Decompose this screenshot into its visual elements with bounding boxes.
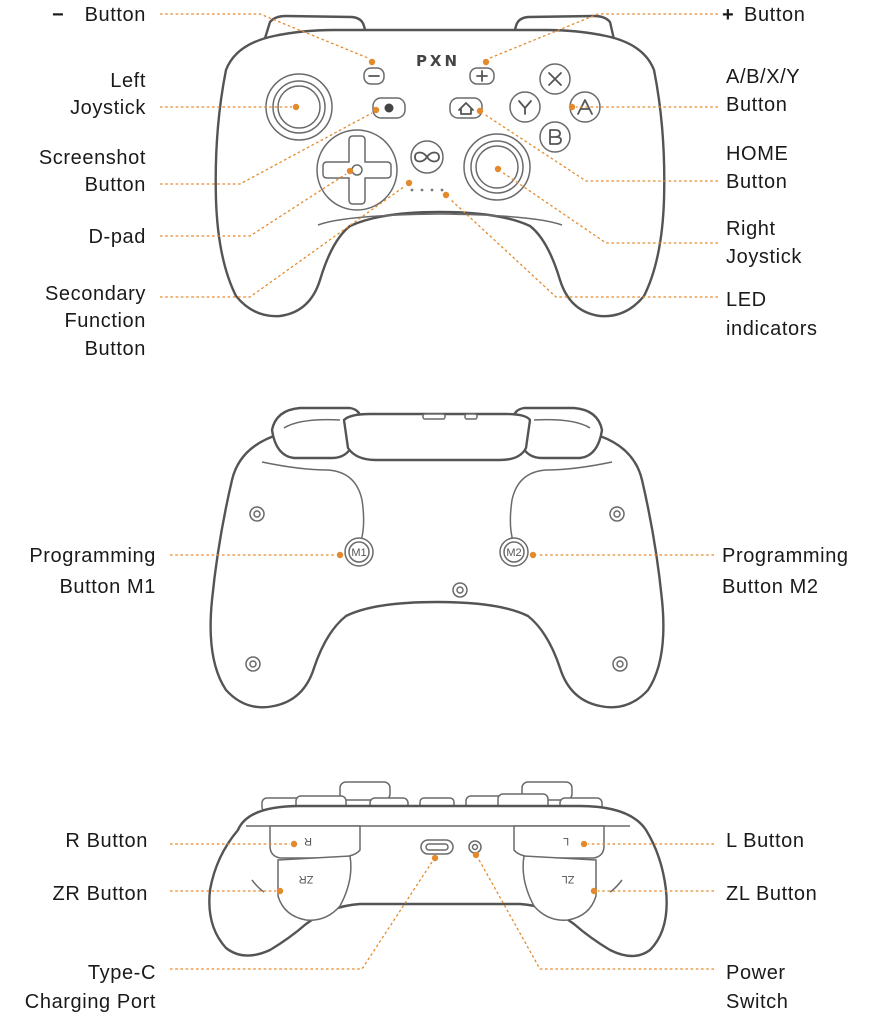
label-r-button: R Button [65, 830, 148, 852]
back-leaders [170, 551, 714, 559]
label-plus-button: Button [744, 4, 805, 26]
label-led-2: indicators [726, 318, 818, 340]
label-zl-button: ZL Button [726, 883, 817, 905]
back-top-bar [342, 412, 532, 462]
label-dpad: D-pad [89, 226, 146, 248]
label-right-joystick-2: Joystick [726, 246, 802, 268]
back-screws [245, 506, 628, 672]
label-home-1: HOME [726, 143, 788, 165]
label-l-button: L Button [726, 830, 805, 852]
label-left-joystick-1: Left [110, 70, 146, 92]
label-m1-1: Programming [29, 545, 156, 567]
label-typec-2: Charging Port [25, 991, 156, 1013]
label-typec-1: Type-C [88, 962, 156, 984]
led-indicators [410, 188, 444, 192]
label-secondary-2: Function [64, 310, 146, 332]
y-glyph-icon [518, 100, 532, 115]
r-button[interactable] [269, 825, 361, 859]
top-view: R ZR L ZL [208, 781, 668, 958]
front-view: PXN [214, 14, 666, 318]
zl-mark: ZL [562, 873, 575, 885]
label-m1-2: Button M1 [59, 576, 156, 598]
l-mark: L [563, 835, 569, 847]
label-home-2: Button [726, 171, 787, 193]
dpad[interactable] [322, 135, 392, 205]
b-glyph-icon [549, 129, 562, 145]
label-left-joystick-2: Joystick [70, 97, 146, 119]
zr-mark: ZR [299, 873, 314, 885]
brand-logo: PXN [416, 52, 460, 70]
top-labels: R Button ZR Button Type-C Charging Port … [25, 830, 817, 1013]
power-switch[interactable] [468, 840, 482, 854]
label-power-2: Switch [726, 991, 789, 1013]
minus-symbol: − [52, 4, 64, 26]
front-labels: − Button + Button Left Joystick Screensh… [39, 4, 818, 360]
record-icon [384, 103, 394, 113]
label-power-1: Power [726, 962, 786, 984]
home-button[interactable] [449, 97, 483, 119]
infinity-icon [414, 151, 440, 163]
x-glyph-icon [548, 72, 562, 86]
top-leaders [170, 840, 714, 970]
label-screenshot-1: Screenshot [39, 147, 146, 169]
zl-button[interactable] [522, 855, 597, 921]
a-glyph-icon [577, 99, 593, 115]
zr-button[interactable] [277, 855, 352, 921]
label-screenshot-2: Button [85, 174, 146, 196]
r-mark: R [304, 835, 312, 847]
label-m2-1: Programming [722, 545, 849, 567]
label-minus-button: Button [85, 4, 146, 26]
plus-icon [476, 70, 488, 82]
label-m2-2: Button M2 [722, 576, 819, 598]
plus-symbol: + [722, 4, 734, 26]
label-led-1: LED [726, 289, 767, 311]
back-view: M1 M2 [209, 406, 665, 709]
front-leaders [160, 13, 718, 298]
label-abxy-1: A/B/X/Y [726, 66, 800, 88]
back-labels: Programming Button M1 Programming Button… [29, 545, 848, 598]
label-zr-button: ZR Button [53, 883, 148, 905]
home-icon [458, 102, 474, 115]
m1-mark: M1 [351, 547, 366, 559]
label-abxy-2: Button [726, 94, 787, 116]
label-secondary-3: Button [85, 338, 146, 360]
label-right-joystick-1: Right [726, 218, 776, 240]
l-button[interactable] [513, 825, 605, 859]
label-secondary-1: Secondary [45, 283, 146, 305]
m2-mark: M2 [506, 547, 521, 559]
